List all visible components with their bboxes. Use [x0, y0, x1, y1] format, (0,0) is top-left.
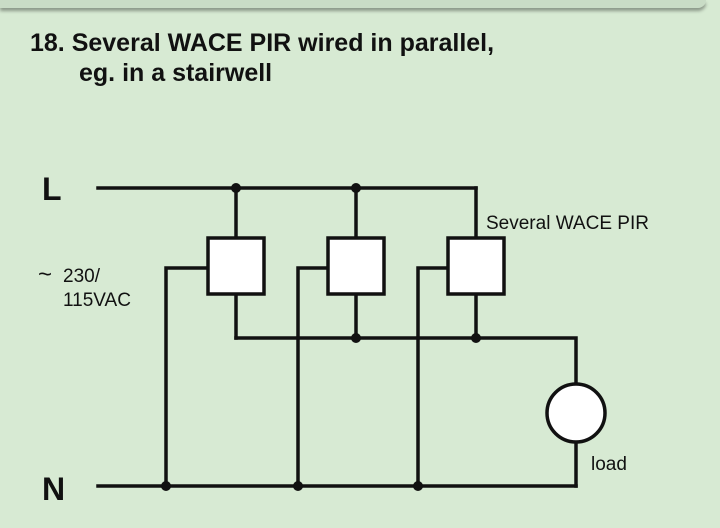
switched-live-bus-wire: [234, 336, 578, 386]
junction-dot: [293, 481, 303, 491]
junction-dot: [351, 183, 361, 193]
pir-group-label: Several WACE PIR: [486, 213, 649, 234]
top-banner-edge: [0, 0, 706, 8]
diagram-title: 18. Several WACE PIR wired in parallel, …: [30, 28, 494, 88]
pir-sensor-2: [326, 236, 386, 296]
live-label: L: [42, 171, 62, 207]
load-label: load: [591, 454, 627, 475]
junction-dots: [161, 183, 481, 491]
pir-sensors: [206, 236, 506, 296]
title-line-1: 18. Several WACE PIR wired in parallel,: [30, 29, 495, 57]
junction-dot: [351, 333, 361, 343]
junction-dot: [231, 183, 241, 193]
ac-symbol: ~: [38, 261, 52, 288]
junction-dot: [161, 481, 171, 491]
wires: [96, 186, 578, 488]
pir-sensor-1: [206, 236, 266, 296]
junction-dot: [413, 481, 423, 491]
voltage-label-line-1: 230/: [63, 266, 101, 287]
junction-dot: [471, 333, 481, 343]
pir-2-neutral-wire: [296, 266, 330, 488]
pir-3-neutral-wire: [416, 266, 450, 488]
pir-sensor-3: [446, 236, 506, 296]
title-line-2: eg. in a stairwell: [79, 59, 273, 87]
neutral-label: N: [42, 471, 65, 507]
load-lamp: [545, 382, 607, 444]
voltage-label-line-2: 115VAC: [63, 290, 131, 311]
pir-1-neutral-wire: [164, 266, 210, 488]
